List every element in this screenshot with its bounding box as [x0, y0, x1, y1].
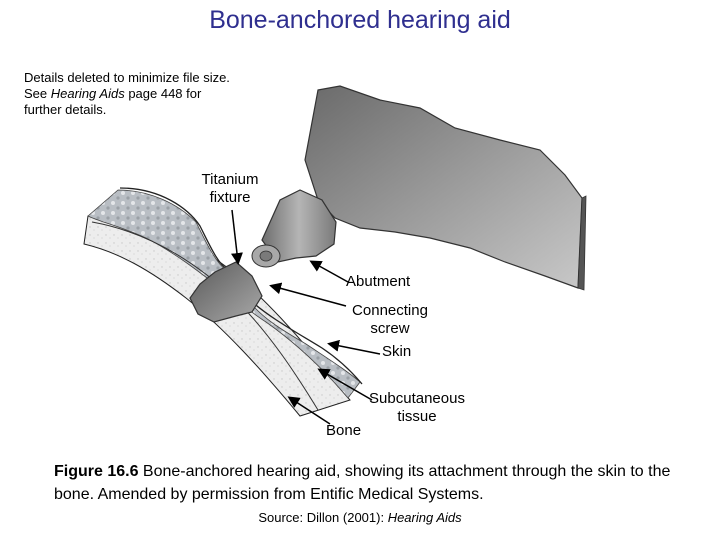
- bone-arrow: [287, 396, 331, 425]
- caption-text: Bone-anchored hearing aid, showing its a…: [54, 463, 671, 503]
- connecting-screw-arrow: [269, 282, 347, 307]
- titanium-arrow: [231, 209, 243, 265]
- titanium-fixture: [189, 261, 263, 323]
- note-line-1: Details deleted to minimize file size.: [24, 70, 230, 85]
- label-connecting-screw: Connecting screw: [352, 302, 428, 337]
- source-book-title: Hearing Aids: [387, 510, 462, 525]
- figure-number: Figure 16.6: [54, 463, 139, 480]
- label-bone: Bone: [326, 422, 362, 439]
- figure-caption: Figure 16.6 Bone-anchored hearing aid, s…: [54, 460, 674, 506]
- sound-processor: [304, 85, 587, 291]
- subcutaneous-arrow: [317, 368, 373, 401]
- skin-line: [119, 187, 363, 385]
- diagram-title: Bone-anchored hearing aid: [209, 6, 511, 34]
- note-line-2: See Hearing Aids page 448 for: [24, 86, 202, 101]
- book-title: Hearing Aids: [50, 86, 125, 101]
- source-citation: Source: Dillon (2001): Hearing Aids: [258, 510, 462, 525]
- label-abutment: Abutment: [346, 273, 411, 290]
- note-line-3: further details.: [24, 102, 107, 117]
- label-subcutaneous-tissue: Subcutaneous tissue: [369, 390, 465, 425]
- label-skin: Skin: [382, 343, 412, 360]
- subcutaneous-layer: [87, 189, 361, 399]
- details-note: Details deleted to minimize file size. S…: [24, 70, 230, 118]
- label-titanium-fixture: Titanium fixture: [201, 171, 259, 206]
- abutment-arrow: [309, 260, 349, 283]
- abutment: [251, 189, 337, 268]
- skin-arrow: [327, 339, 381, 355]
